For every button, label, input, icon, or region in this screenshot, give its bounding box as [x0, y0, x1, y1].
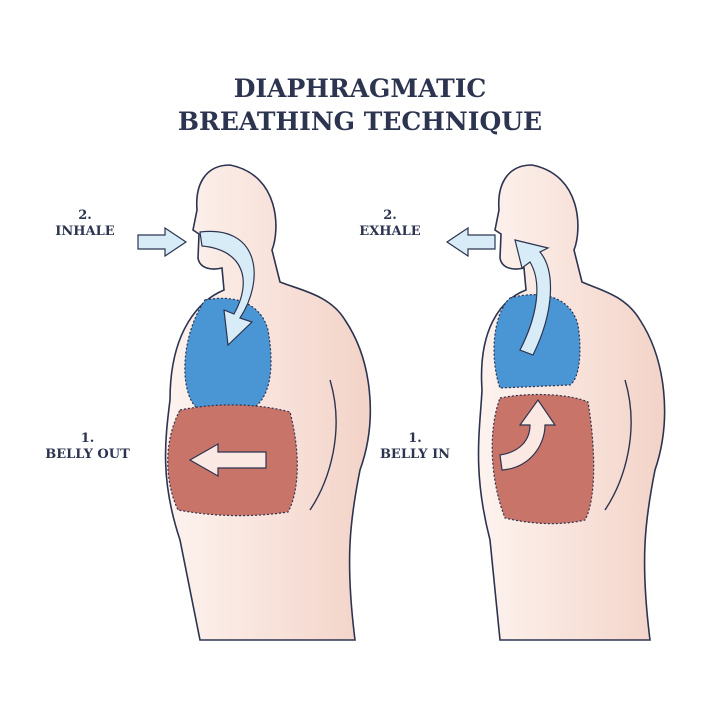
step-label: INHALE — [55, 224, 115, 239]
step-number: 2. — [383, 208, 397, 223]
belly-in-arrow-icon — [499, 398, 557, 471]
left-step1-label: 1. BELLY OUT — [40, 431, 135, 463]
exhale-arrow-icon — [445, 226, 496, 258]
air-down-arrow-icon — [199, 230, 255, 347]
title-line-2: BREATHING TECHNIQUE — [177, 107, 543, 136]
belly-out-arrow-icon — [188, 442, 267, 478]
step-number: 1. — [80, 431, 95, 446]
right-step2-label: 2. EXHALE — [355, 208, 425, 240]
step-label: EXHALE — [359, 224, 421, 239]
left-step2-label: 2. INHALE — [50, 208, 120, 240]
right-belly — [491, 393, 595, 525]
step-label: BELLY IN — [379, 447, 451, 462]
left-lungs — [184, 297, 272, 411]
right-step1-label: 1. BELLY IN — [375, 431, 455, 463]
inhale-arrow-icon — [137, 226, 188, 258]
page-title: DIAPHRAGMATIC BREATHING TECHNIQUE — [0, 72, 720, 138]
step-number: 1. — [408, 431, 422, 446]
title-line-1: DIAPHRAGMATIC — [233, 74, 487, 103]
step-number: 2. — [78, 208, 92, 223]
air-up-arrow-icon — [514, 239, 552, 356]
left-body — [164, 164, 372, 641]
step-label: BELLY OUT — [45, 447, 130, 462]
